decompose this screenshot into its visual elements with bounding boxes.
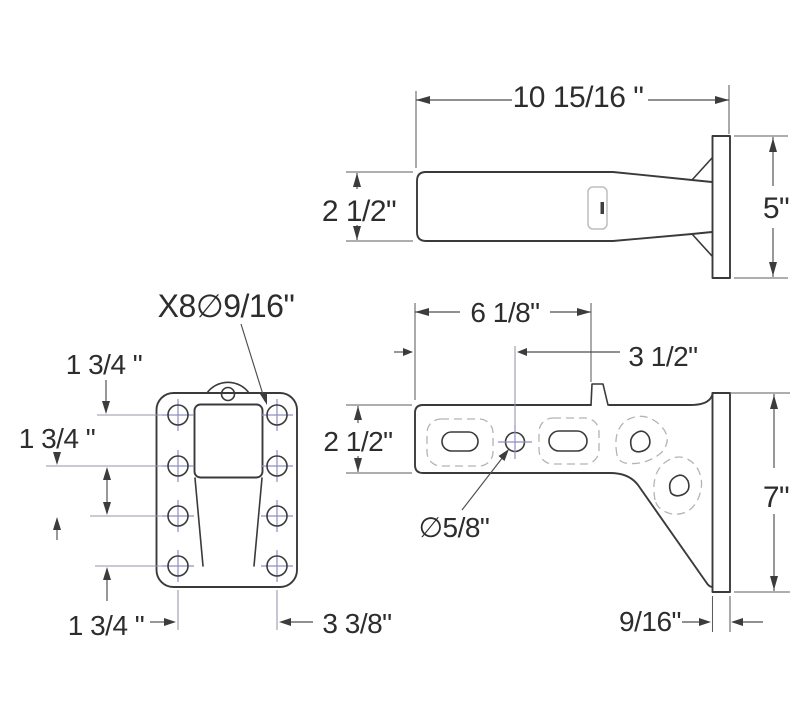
- dim-arm-length: 6 1/8": [470, 297, 539, 328]
- dim-row-gap-3: 1 3/4 ": [68, 610, 145, 641]
- dim-hole-note: X8∅9/16": [158, 288, 295, 324]
- dim-hole-diameter: ∅5/8": [419, 512, 490, 543]
- shank-top-edge: [425, 171, 713, 183]
- arm-outline-top-right: [608, 392, 714, 406]
- shank-bottom-edge: [425, 231, 713, 242]
- arm-outline-left: [414, 404, 611, 474]
- dim-flange-height: 7": [763, 481, 789, 514]
- dim-row-gap-1: 1 3/4 ": [66, 349, 143, 380]
- profile-view: 6 1/8" 3 1/2" 2 1/2" ∅5/8" 7": [323, 297, 790, 637]
- bolt-holes: [162, 399, 293, 582]
- pin-slot: [587, 186, 608, 230]
- dim-flange-thickness: 9/16": [619, 606, 681, 637]
- weld-outline-2: [538, 417, 600, 465]
- arm-slot-1: [441, 431, 479, 452]
- arm-slot-2: [548, 430, 588, 452]
- dim-hole-offset: 3 1/2": [628, 341, 697, 372]
- gusset-hole-1: [629, 430, 651, 453]
- gusset-hole-2: [668, 474, 690, 497]
- shank-cross-section: [193, 403, 264, 479]
- dim-column-span: 3 3/8": [322, 608, 391, 639]
- gusset-right: [253, 477, 263, 567]
- pin-slot-detent: [600, 202, 604, 214]
- arm-tab: [590, 383, 609, 406]
- dim-shank-height: 2 1/2": [322, 195, 396, 228]
- weld-outline-1: [426, 418, 494, 467]
- gusset-left: [194, 477, 204, 567]
- bolt-plate: [155, 392, 298, 588]
- dim-shank-length: 10 15/16 ": [513, 81, 644, 114]
- dim-arm-height: 2 1/2": [323, 426, 392, 457]
- weld-outline-3: [615, 415, 668, 465]
- front-view: X8∅9/16" 1 3/4 " 1 3/4 " 1 3/4 " 3 3/8": [19, 288, 392, 641]
- arm-brace-diagonal: [609, 472, 714, 588]
- dim-flange-width: 5": [763, 192, 789, 225]
- weld-outline-4: [653, 456, 703, 515]
- flange-edge: [711, 135, 731, 279]
- shank-left-end: [416, 171, 427, 242]
- dim-row-gap-2: 1 3/4 ": [19, 423, 96, 454]
- flange-profile: [711, 392, 731, 593]
- top-side-view: 10 15/16 " 2 1/2" 5": [322, 81, 790, 279]
- weld-bottom: [691, 233, 713, 257]
- top-lug: [206, 381, 250, 394]
- weld-top: [691, 157, 713, 181]
- lug-hole: [220, 386, 236, 402]
